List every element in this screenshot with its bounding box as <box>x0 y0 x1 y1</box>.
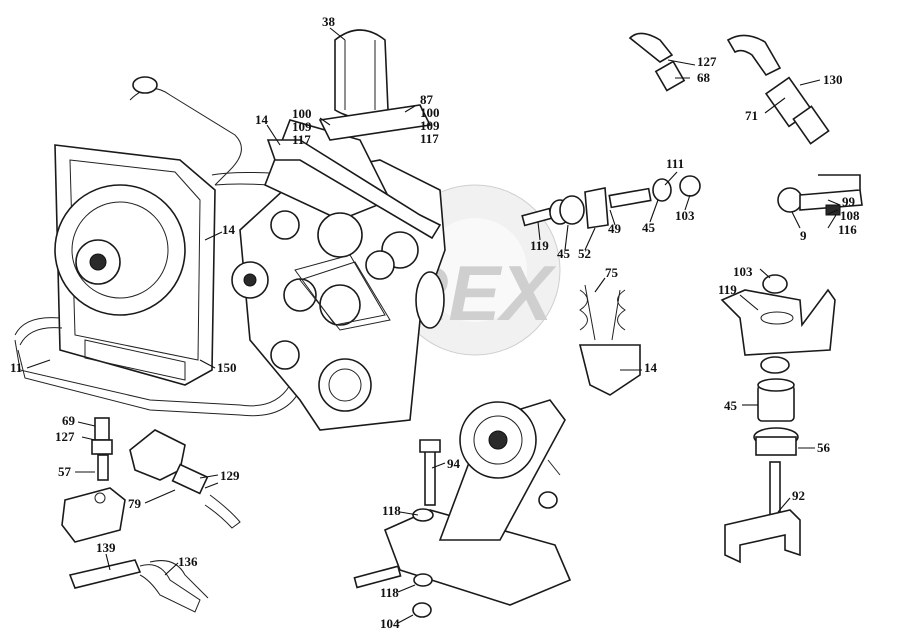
part-14-top-pipe <box>266 139 442 240</box>
label-68: 68 <box>697 70 711 85</box>
label-136: 136 <box>178 554 198 569</box>
label-117-left: 117 <box>292 132 311 147</box>
label-52: 52 <box>578 246 591 261</box>
label-130: 130 <box>823 72 843 87</box>
label-118-top: 118 <box>382 503 401 518</box>
label-9: 9 <box>800 228 807 243</box>
label-104: 104 <box>380 616 400 631</box>
label-100-left: 100 <box>292 106 312 121</box>
part-labels: 38 127 68 130 71 100 109 117 87 100 109 … <box>10 14 860 631</box>
label-111: 111 <box>666 156 684 171</box>
label-103-mount: 103 <box>733 264 753 279</box>
part-9-clamp <box>777 174 863 216</box>
label-118-bottom: 118 <box>380 585 399 600</box>
tensioner-rod-assembly <box>521 175 701 229</box>
label-14-bracket: 14 <box>644 360 658 375</box>
label-117-right: 117 <box>420 131 439 146</box>
part-130-hose-fittings <box>628 32 830 145</box>
label-45-right: 45 <box>642 220 656 235</box>
label-71: 71 <box>745 108 758 123</box>
label-99: 99 <box>842 194 856 209</box>
label-129: 129 <box>220 468 240 483</box>
label-57: 57 <box>58 464 72 479</box>
coolant-hoses <box>14 172 421 417</box>
label-139: 139 <box>96 540 116 555</box>
label-79: 79 <box>128 496 142 511</box>
label-150: 150 <box>217 360 237 375</box>
label-94: 94 <box>447 456 461 471</box>
label-119-top: 119 <box>530 238 549 253</box>
thermostat-parts <box>129 429 241 529</box>
label-69: 69 <box>62 413 76 428</box>
label-119-mount: 119 <box>718 282 737 297</box>
radiator-assembly <box>54 76 242 386</box>
label-45-mount: 45 <box>724 398 738 413</box>
label-11: 11 <box>10 360 22 375</box>
label-14-top: 14 <box>255 112 269 127</box>
label-38: 38 <box>322 14 336 29</box>
leader-lines <box>26 27 841 624</box>
label-75: 75 <box>605 265 619 280</box>
label-103-top: 103 <box>675 208 695 223</box>
mount-assembly-right <box>720 274 836 564</box>
label-109-left: 109 <box>292 119 312 134</box>
label-116: 116 <box>838 222 857 237</box>
label-87: 87 <box>420 92 434 107</box>
drive-belts <box>68 559 209 613</box>
part-38-bracket <box>318 29 432 141</box>
label-100-right: 100 <box>420 105 440 120</box>
alternator-mount <box>353 399 572 618</box>
label-49: 49 <box>608 221 622 236</box>
label-108: 108 <box>840 208 860 223</box>
label-109-right: 109 <box>420 118 440 133</box>
label-127-top: 127 <box>697 54 717 69</box>
sensor-and-fitting-parts <box>61 417 126 543</box>
label-56: 56 <box>817 440 831 455</box>
label-14-radiator: 14 <box>222 222 236 237</box>
label-127-bottom: 127 <box>55 429 75 444</box>
part-75-springs <box>578 284 641 396</box>
label-45-left: 45 <box>557 246 571 261</box>
label-92: 92 <box>792 488 805 503</box>
